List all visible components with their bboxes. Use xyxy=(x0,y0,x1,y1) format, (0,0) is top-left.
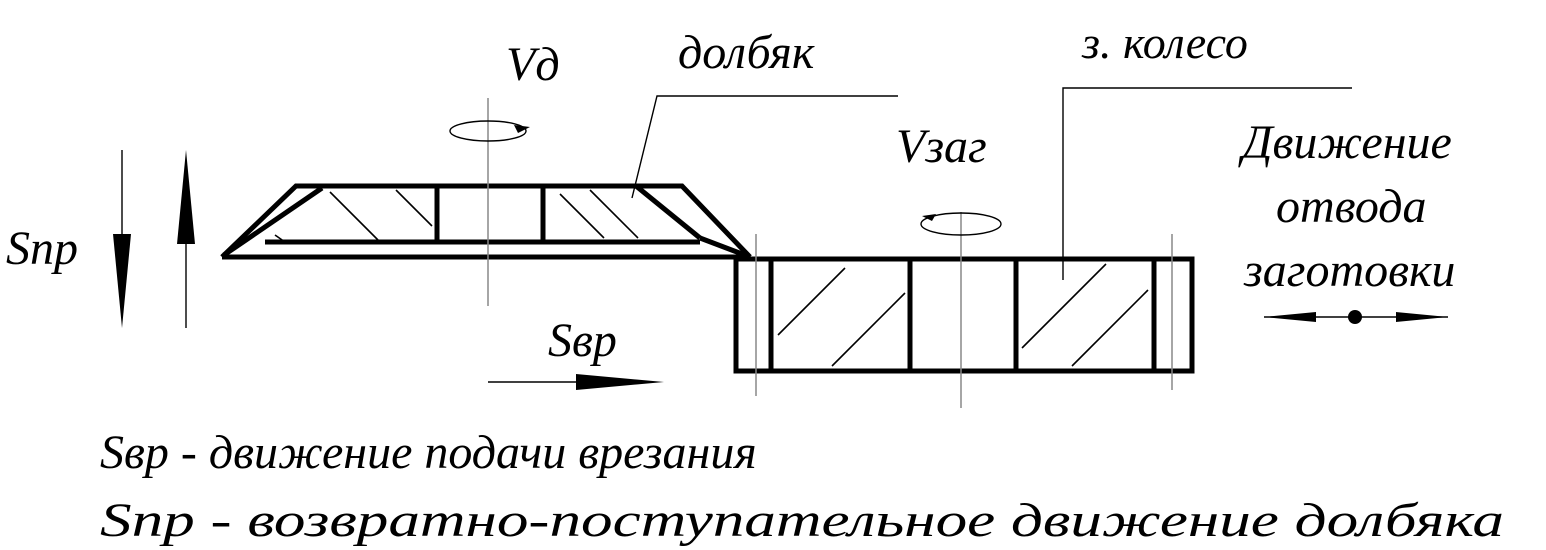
cutter-leader-line xyxy=(631,95,898,199)
s-pr-down-arrow-icon xyxy=(113,150,131,328)
s-vr-label: Sвр xyxy=(548,314,617,367)
gear-hatching xyxy=(777,263,1149,367)
cutter-rotation-arrow-icon xyxy=(449,120,530,142)
legend-line-2: Sпр - возвратно-поступательное движение … xyxy=(100,494,1504,547)
cutter-body xyxy=(220,183,752,260)
retract-label-line1: Движение xyxy=(1238,116,1452,169)
gear-rotation-arrow-icon xyxy=(920,212,1002,236)
legend-line-1: Sвр - движение подачи врезания xyxy=(100,426,757,479)
gear-leader-line xyxy=(1062,87,1352,280)
retract-label-line2: отвода xyxy=(1276,180,1427,233)
gear-label: з. колесо xyxy=(1081,17,1248,68)
s-pr-up-arrow-icon xyxy=(177,150,195,328)
cutter-hatching xyxy=(274,189,639,243)
retract-double-arrow-icon xyxy=(1264,310,1448,324)
retract-label-line3: заготовки xyxy=(1243,244,1455,297)
v-d-label: Vд xyxy=(506,38,560,91)
gear-body xyxy=(733,256,1195,374)
s-vr-arrow-icon xyxy=(488,374,664,390)
s-pr-label: Sпр xyxy=(6,222,78,275)
cutter-label: долбяк xyxy=(678,26,815,79)
v-zag-label: Vзаг xyxy=(896,120,987,173)
